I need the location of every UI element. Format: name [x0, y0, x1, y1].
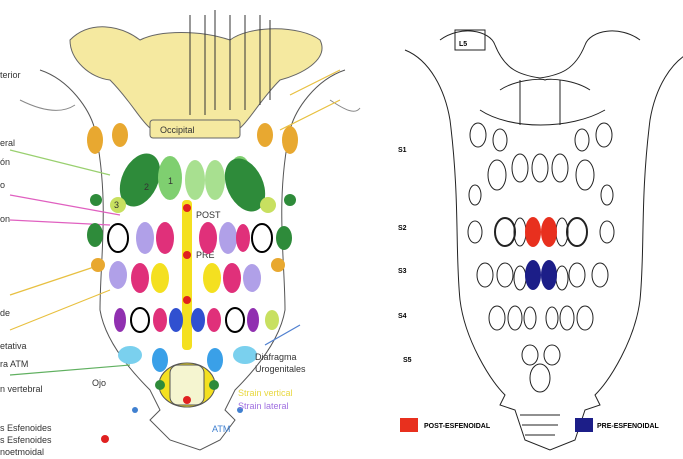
strain-vertical-label: Strain vertical	[238, 388, 293, 398]
lumbar-vertebra	[70, 27, 322, 128]
legend-post-label: POST-ESFENOIDAL	[424, 423, 491, 430]
number-3: 3	[114, 200, 119, 210]
svg-text:on: on	[0, 214, 10, 224]
svg-text:s Esfenoides: s Esfenoides	[0, 435, 52, 445]
ojo-label: Ojo	[92, 378, 106, 388]
post-sphenoid-right	[541, 217, 557, 247]
number-1: 1	[168, 176, 173, 186]
svg-text:o: o	[0, 180, 5, 190]
svg-text:ra ATM: ra ATM	[0, 359, 28, 369]
sacrum-outline-right	[405, 50, 683, 450]
s4-label: S4	[398, 313, 407, 320]
left-labels: terior eral ón o on de etativa ra ATM n …	[0, 70, 52, 457]
pre-sphenoid-right	[541, 260, 557, 290]
foramina-s5	[522, 345, 560, 392]
s1-label: S1	[398, 147, 407, 154]
post-label: POST	[196, 210, 221, 220]
sphenoid-markers	[525, 217, 557, 290]
svg-text:noetmoidal: noetmoidal	[0, 447, 44, 457]
svg-text:terior: terior	[0, 70, 21, 80]
s3-label: S3	[398, 268, 407, 275]
strain-lateral-label: Strain lateral	[238, 401, 289, 411]
svg-text:ón: ón	[0, 157, 10, 167]
legend-pre-label: PRE-ESFENOIDAL	[597, 423, 660, 430]
left-panel: Occipital	[0, 10, 360, 457]
atm-label: ATM	[212, 424, 230, 434]
s5-label: S5	[403, 357, 412, 364]
svg-text:etativa: etativa	[0, 341, 27, 351]
svg-text:de: de	[0, 308, 10, 318]
svg-text:s Esfenoides: s Esfenoides	[0, 423, 52, 433]
l5-label: L5	[459, 41, 467, 48]
s2-label: S2	[398, 225, 407, 232]
occipital-label: Occipital	[160, 125, 195, 135]
post-sphenoid-left	[525, 217, 541, 247]
foramina-s4	[489, 306, 593, 330]
svg-text:n vertebral: n vertebral	[0, 384, 43, 394]
urogenitales-label: Urogenitales	[255, 364, 306, 374]
legend-post-swatch	[400, 418, 418, 432]
number-2: 2	[144, 182, 149, 192]
svg-text:eral: eral	[0, 138, 15, 148]
diafragma-label: Diafragma	[255, 352, 297, 362]
foramina-s1	[469, 123, 613, 205]
pre-sphenoid-left	[525, 260, 541, 290]
legend-pre-swatch	[575, 418, 593, 432]
